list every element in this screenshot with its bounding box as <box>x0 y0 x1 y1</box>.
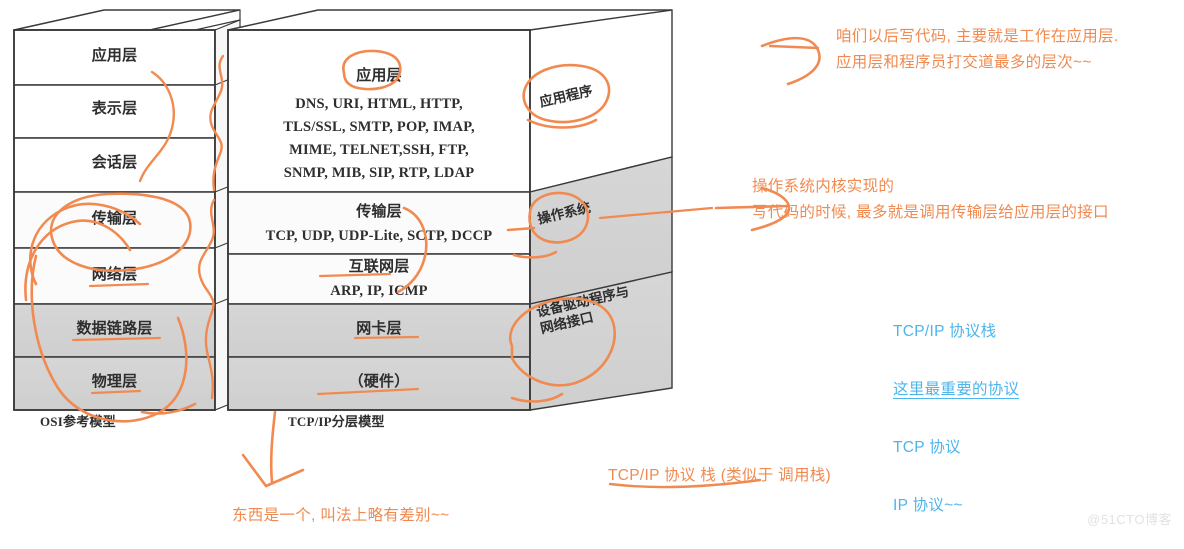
blue-line-4: IP 协议~~ <box>893 497 963 514</box>
tcpip-layer-label: 应用层 <box>356 68 402 84</box>
osi-layer-label: 应用层 <box>91 48 138 64</box>
tcpip-protocol-line: SNMP, MIB, SIP, RTP, LDAP <box>283 165 475 181</box>
blue-line-2: 这里最重要的协议 <box>893 381 1020 399</box>
osi-model-caption: OSI参考模型 <box>40 414 116 429</box>
ink-arrow-bottom-left <box>241 453 268 488</box>
tcpip-protocol-line: TCP, UDP, UDP-Lite, SCTP, DCCP <box>265 228 493 244</box>
tcpip-protocol-line: ARP, IP, ICMP <box>330 283 428 299</box>
ink-arrow-app-note-shaft <box>768 44 820 50</box>
osi-layer-label: 表示层 <box>91 101 138 117</box>
ink-arrow-bottom-right <box>264 468 305 488</box>
tcpip-protocol-line: MIME, TELNET,SSH, FTP, <box>289 142 469 158</box>
osi-layer-label: 物理层 <box>91 374 138 390</box>
tcpip-model-caption: TCP/IP分层模型 <box>288 414 385 429</box>
osi-layer-label: 数据链路层 <box>76 321 153 337</box>
watermark: @51CTO博客 <box>1087 512 1172 527</box>
screenshot-canvas: 应用层 表示层 会话层 传输层 网络层 数据链路层 物理层 OSI参考模型 应用… <box>0 0 1172 527</box>
annotation-application-layer: 咱们以后写代码, 主要就是工作在应用层. 应用层和程序员打交道最多的层次~~ <box>836 28 1119 71</box>
tcpip-layer-label: 传输层 <box>356 204 402 220</box>
annotation-protocol-stack: TCP/IP 协议 栈 (类似于 调用栈) <box>608 467 832 484</box>
ink-arrow-app-note <box>760 36 821 86</box>
annotation-blue-block: TCP/IP 协议栈 这里最重要的协议 TCP 协议 IP 协议~~ <box>893 288 1020 549</box>
annotation-bottom: 东西是一个, 叫法上略有差别~~ <box>232 507 450 524</box>
osi-layer-label: 传输层 <box>91 211 138 227</box>
annotation-os-kernel: 操作系统内核实现的 写代码的时候, 最多就是调用传输层给应用层的接口 <box>752 178 1109 221</box>
blue-line-3: TCP 协议 <box>893 439 961 456</box>
tcpip-layer-label: （硬件） <box>348 374 410 390</box>
tcpip-layer-label: 网卡层 <box>356 321 402 337</box>
tcpip-protocol-line: TLS/SSL, SMTP, POP, IMAP, <box>283 119 475 135</box>
tcpip-protocol-line: DNS, URI, HTML, HTTP, <box>295 96 463 112</box>
osi-layer-label: 网络层 <box>91 267 138 283</box>
blue-line-1: TCP/IP 协议栈 <box>893 323 997 340</box>
osi-layer-label: 会话层 <box>91 155 138 171</box>
network-layer-diagram: 应用层 表示层 会话层 传输层 网络层 数据链路层 物理层 OSI参考模型 应用… <box>0 0 700 450</box>
tcpip-layer-label: 互联网层 <box>348 259 410 275</box>
